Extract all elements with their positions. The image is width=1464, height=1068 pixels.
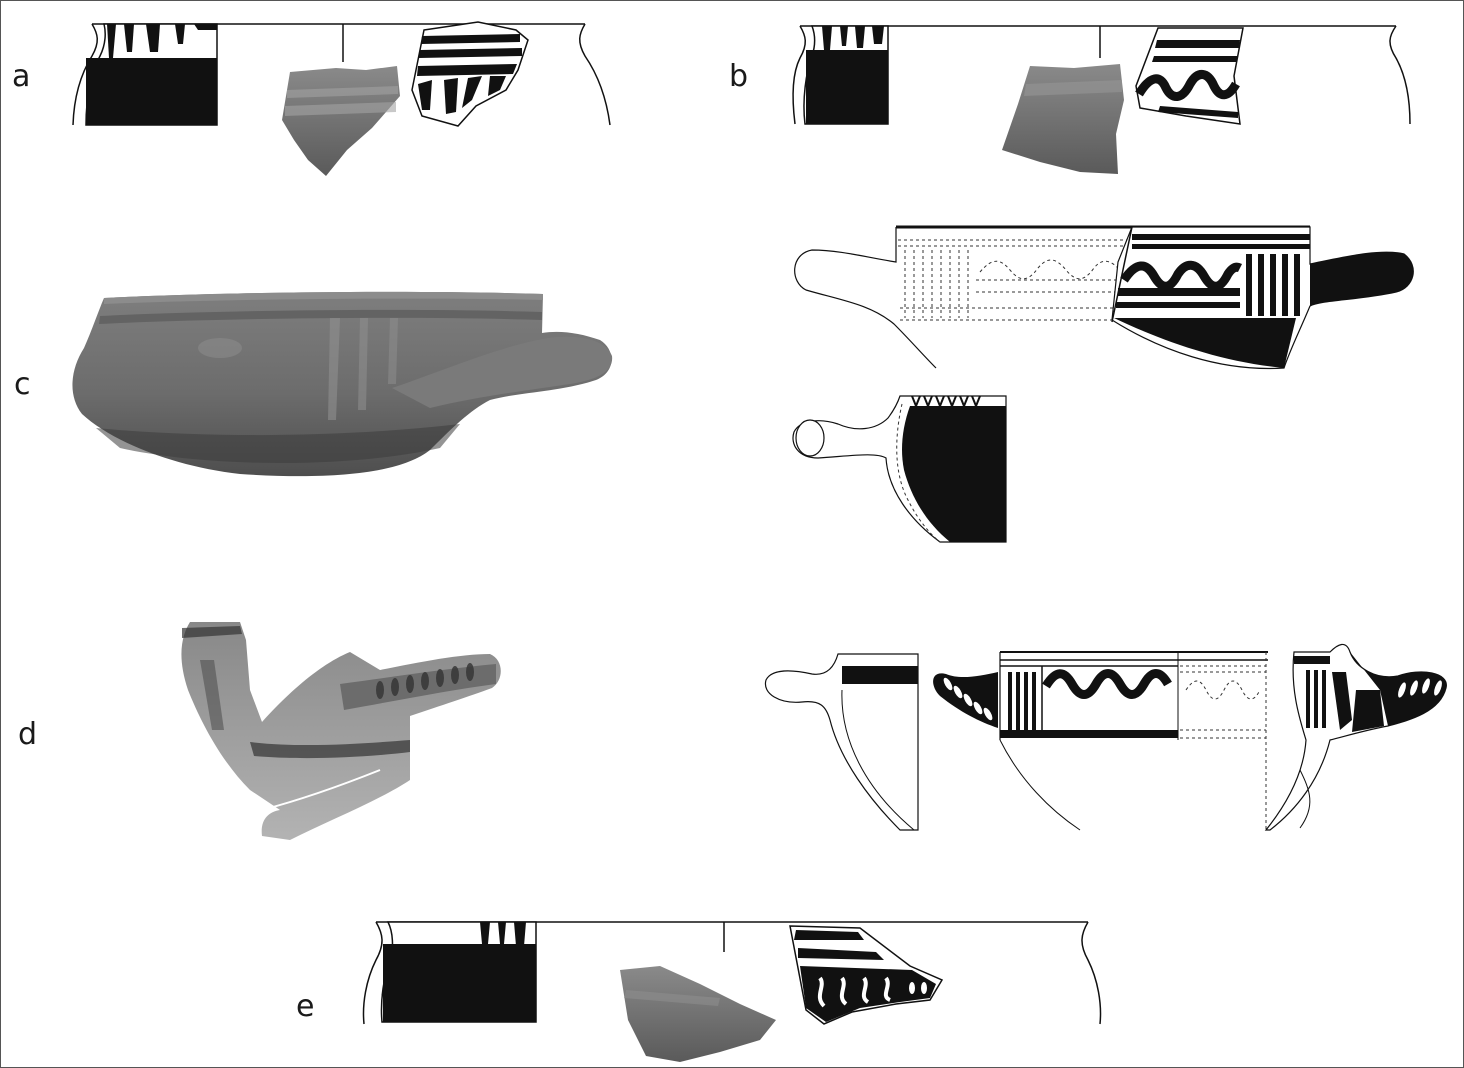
vessel-c-drawing-side	[794, 225, 1414, 370]
vessel-d-reconstruction	[933, 643, 1447, 831]
vessel-a-profile	[72, 23, 611, 126]
panel-label-c: c	[14, 367, 31, 402]
sherd-b-drawing	[1135, 27, 1244, 125]
sherd-a-photo	[282, 66, 400, 176]
panel-label-b: b	[729, 59, 749, 94]
panel-label-d: d	[18, 717, 38, 752]
vessel-c-photo	[72, 291, 613, 477]
panel-label-a: a	[12, 59, 31, 94]
sherd-a-drawing	[411, 21, 529, 127]
sherd-e-photo	[620, 966, 776, 1062]
vessel-d-section	[764, 653, 919, 831]
vessel-d-photo	[181, 622, 501, 840]
vessel-c-section	[792, 395, 1007, 543]
vessel-b-profile	[792, 25, 1411, 125]
vessel-e-profile	[362, 921, 1102, 1025]
sherd-b-photo	[1002, 64, 1124, 174]
sherd-e-drawing	[789, 925, 944, 1025]
panel-label-e: e	[296, 989, 315, 1024]
